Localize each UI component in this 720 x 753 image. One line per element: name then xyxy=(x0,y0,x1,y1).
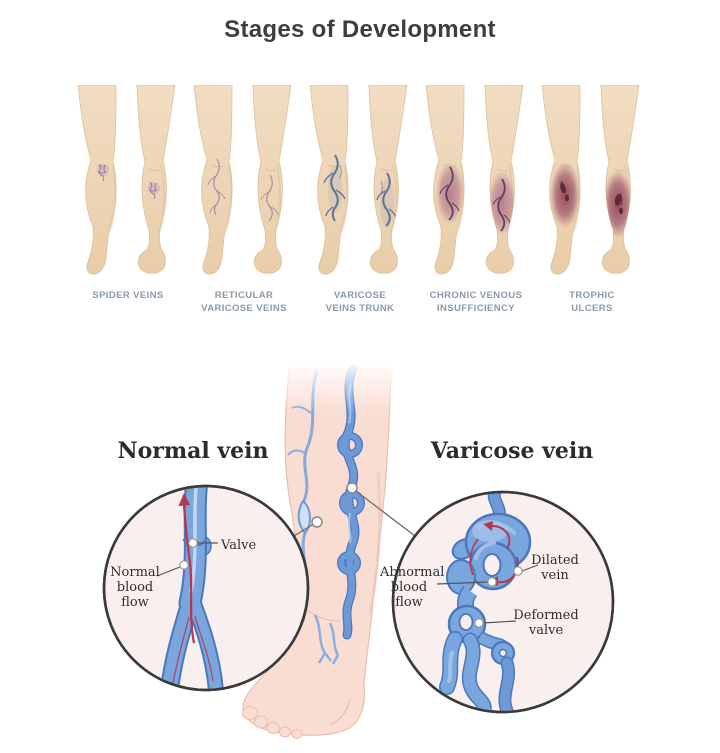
cvi-overlay xyxy=(436,162,516,235)
deformed-valve-dot xyxy=(474,618,484,628)
stage-varicose-veins-trunk: VARICOSE VEINS TRUNK xyxy=(302,85,418,315)
legs-illustration-stage-3 xyxy=(302,85,418,275)
deformed-valve-label: Deformed valve xyxy=(513,608,579,638)
stage-label: CHRONIC VENOUS INSUFFICIENCY xyxy=(429,290,523,314)
reticular-veins-overlay xyxy=(207,158,279,222)
leg-callout-dot-varicose xyxy=(346,482,358,494)
stage-trophic-ulcers: TROPHIC ULCERS xyxy=(534,85,650,315)
stage-label: VARICOSE VEINS TRUNK xyxy=(325,290,395,314)
legs-illustration-stage-4 xyxy=(418,85,534,275)
foot-toes xyxy=(242,706,303,739)
legs-illustration-stage-5 xyxy=(534,85,650,275)
dilated-vein-dot xyxy=(513,566,523,576)
normal-flow-arrow xyxy=(182,504,196,644)
trophic-ulcers-overlay xyxy=(550,162,633,238)
abnormal-flow-arrow xyxy=(489,524,511,550)
normal-vein-circle xyxy=(102,484,310,692)
abnormal-flow-dot xyxy=(487,577,497,587)
normal-blood-flow-label: Normal blood flow xyxy=(110,565,160,610)
valve-label: Valve xyxy=(221,538,257,553)
stage-label: SPIDER VEINS xyxy=(92,290,164,301)
abnormal-blood-flow-label: Abnormal blood flow xyxy=(380,565,445,610)
leg-callout-dot-normal xyxy=(311,516,323,528)
stage-label: TROPHIC ULCERS xyxy=(569,290,615,314)
vein-comparison-section xyxy=(0,353,720,753)
legs-illustration-stage-2 xyxy=(186,85,302,275)
varicose-vein-circle xyxy=(391,490,615,714)
valve-dot xyxy=(188,538,198,548)
varicose-vein-heading: Varicose vein xyxy=(430,438,594,464)
leg-illustration xyxy=(242,361,400,739)
page-title: Stages of Development xyxy=(224,16,496,43)
leg-vein-varicose xyxy=(337,364,365,640)
legs-illustration-stage-1 xyxy=(70,85,186,275)
normal-flow-dot xyxy=(179,560,189,570)
stage-label: RETICULAR VARICOSE VEINS xyxy=(201,290,287,314)
stage-reticular-varicose-veins: RETICULAR VARICOSE VEINS xyxy=(186,85,302,315)
stages-row: SPIDER VEINS RETICULAR VARICOSE VEINS xyxy=(0,85,720,315)
stage-spider-veins: SPIDER VEINS xyxy=(70,85,186,315)
dilated-vein-label: Dilated vein xyxy=(531,553,579,583)
spider-veins-overlay xyxy=(97,163,160,200)
normal-vein-heading: Normal vein xyxy=(117,438,269,464)
varicose-trunk-overlay xyxy=(323,154,397,227)
ankle-vein-branches xyxy=(313,614,340,665)
stage-chronic-venous-insufficiency: CHRONIC VENOUS INSUFFICIENCY xyxy=(418,85,534,315)
vein-comparison-illustration xyxy=(102,361,615,739)
